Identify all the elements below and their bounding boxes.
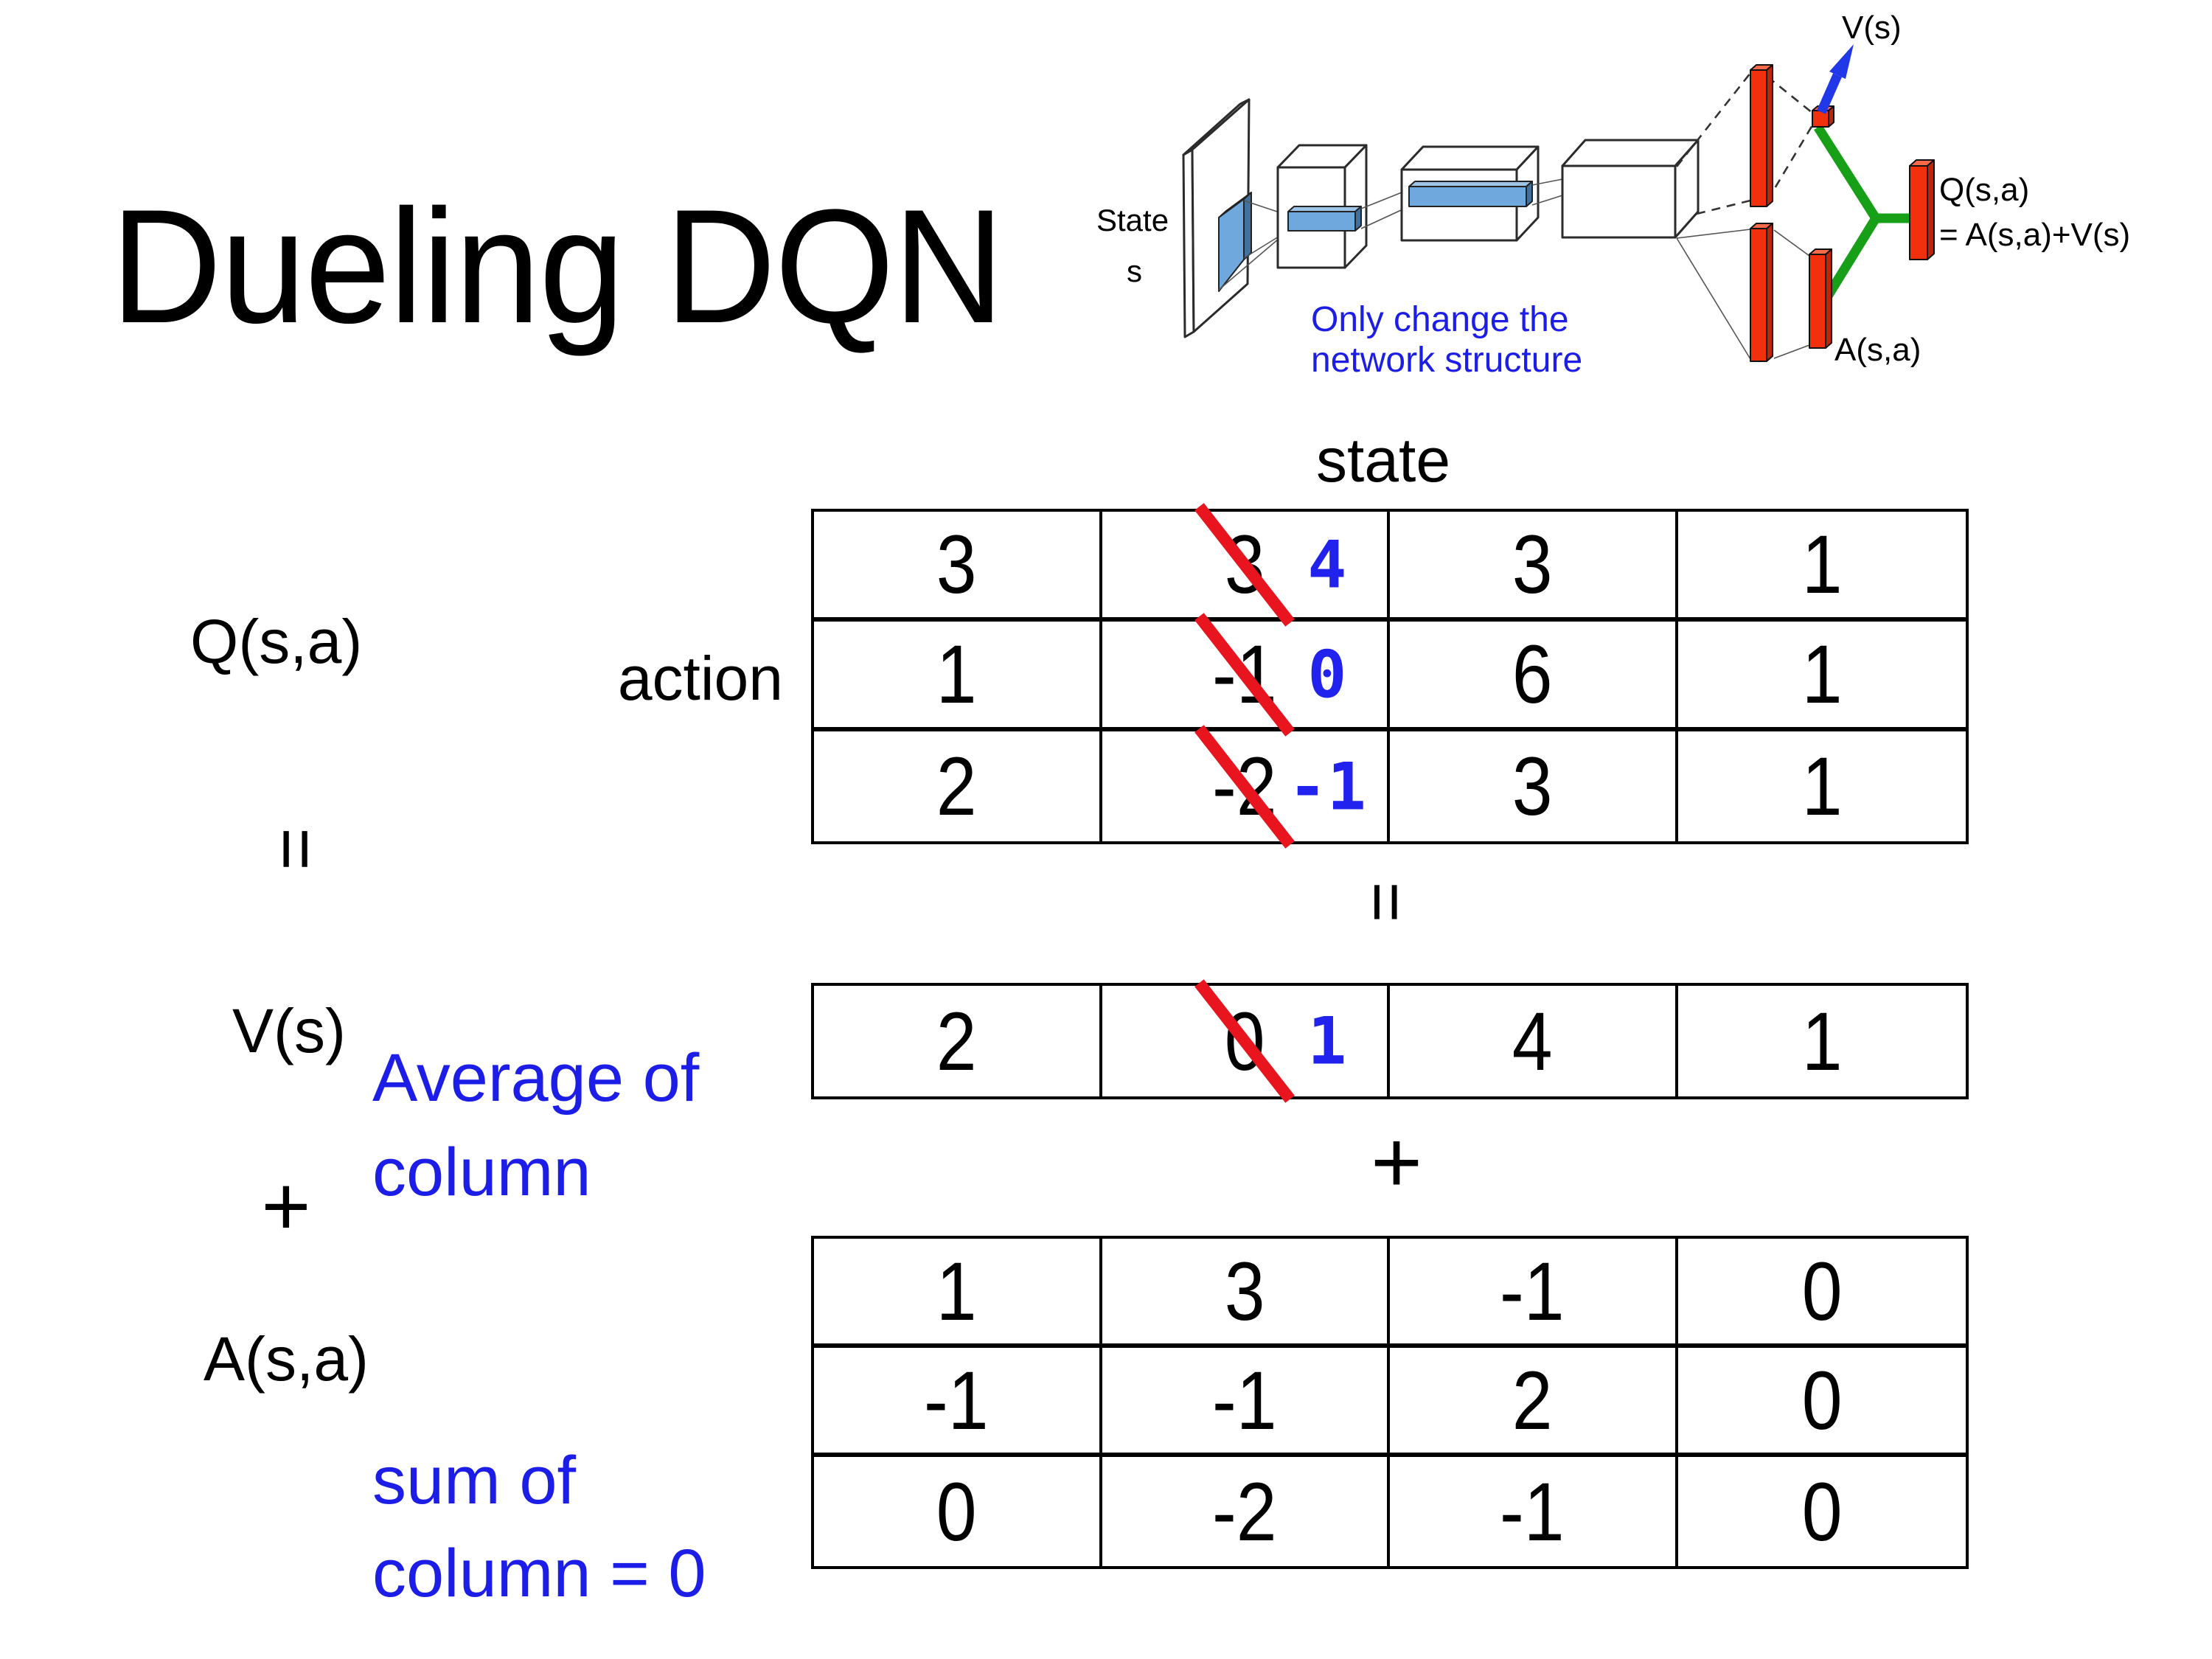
a-cell: -1 [1390, 1239, 1678, 1348]
diagram-note-line2: network structure [1311, 341, 1582, 380]
a-cell: -1 [814, 1348, 1102, 1457]
q-cell-corrected: -2 -1 [1102, 724, 1390, 849]
v-arrow-icon [1817, 44, 1854, 114]
state-header: state [1315, 425, 1451, 495]
diagram-a-label: A(s,a) [1834, 332, 1921, 368]
q-cell: 3 [1390, 731, 1678, 841]
corrected-value: 4 [1307, 526, 1347, 602]
a-cell: -1 [1102, 1348, 1390, 1457]
a-cell: 0 [1677, 1239, 1966, 1348]
a-cell: 1 [814, 1239, 1102, 1348]
corrected-value: 1 [1307, 1003, 1347, 1079]
a-cell: -1 [1390, 1457, 1678, 1566]
diagram-v-label: V(s) [1842, 10, 1902, 46]
q-equation-label: Q(s,a) [190, 607, 363, 676]
q-output-bar [1909, 159, 1935, 260]
advantage-fc-bar [1750, 223, 1773, 362]
advantage-node-bar [1809, 248, 1832, 349]
q-cell: 1 [1677, 512, 1966, 622]
q-cell: 3 [1390, 512, 1678, 622]
equals-mid: = [1347, 881, 1426, 922]
conv-box-3 [1561, 139, 1700, 239]
a-cell: 0 [1801, 1465, 1843, 1558]
feature-bar-1 [1287, 206, 1362, 232]
diagram-state-label: State [1096, 203, 1169, 237]
slide-title: Dueling DQN [111, 175, 1004, 357]
equals-left: = [254, 827, 338, 871]
a-equation-label: A(s,a) [204, 1324, 369, 1394]
diagram-s-label: s [1127, 254, 1142, 288]
corrected-value: -1 [1287, 748, 1366, 824]
q-cell: 2 [814, 731, 1102, 841]
combine-connector [1814, 125, 1915, 298]
sum-note: sum of column = 0 [372, 1443, 706, 1611]
q-cell: 1 [1801, 740, 1843, 832]
plus-left: + [261, 1159, 311, 1253]
feature-bar-2 [1408, 181, 1533, 207]
a-cell: 0 [1677, 1348, 1966, 1457]
plus-mid: + [1370, 1113, 1423, 1211]
q-cell: 3 [814, 512, 1102, 622]
average-note: Average of column [372, 1040, 700, 1210]
conv-filter-icon [1218, 192, 1252, 292]
v-cell: 2 [814, 986, 1102, 1096]
q-cell-corrected: -1 0 [1102, 612, 1390, 737]
q-cell-corrected: 3 4 [1102, 502, 1390, 627]
a-cell: 2 [1390, 1348, 1678, 1457]
a-cell: 3 [1102, 1239, 1390, 1348]
a-cell: 0 [814, 1457, 1102, 1566]
diagram-q-label: Q(s,a) [1939, 172, 2029, 208]
diagram-note-line1: Only change the [1311, 300, 1569, 339]
action-label: action [617, 644, 783, 713]
network-diagram: State s Only change the network structur… [1096, 10, 2130, 380]
a-cell: -2 [1102, 1457, 1390, 1566]
q-cell: 1 [814, 622, 1102, 731]
value-fc-bar [1750, 64, 1773, 207]
v-equation-label: V(s) [232, 996, 346, 1065]
diagram-q-formula: = A(s,a)+V(s) [1939, 217, 2130, 253]
q-table: 3 3 4 3 1 1 -1 0 6 1 2 -2 -1 3 1 [811, 502, 1969, 849]
corrected-value: 0 [1307, 636, 1347, 712]
v-table: 2 0 1 4 1 [811, 979, 1969, 1103]
q-cell: 1 [1677, 622, 1966, 731]
q-cell: 6 [1390, 622, 1678, 731]
v-cell: 1 [1801, 995, 1843, 1088]
v-cell-corrected: 0 1 [1102, 979, 1390, 1103]
a-table: 1 3 -1 0 -1 -1 2 0 0 -2 -1 0 [811, 1236, 1969, 1569]
v-cell: 4 [1390, 986, 1678, 1096]
